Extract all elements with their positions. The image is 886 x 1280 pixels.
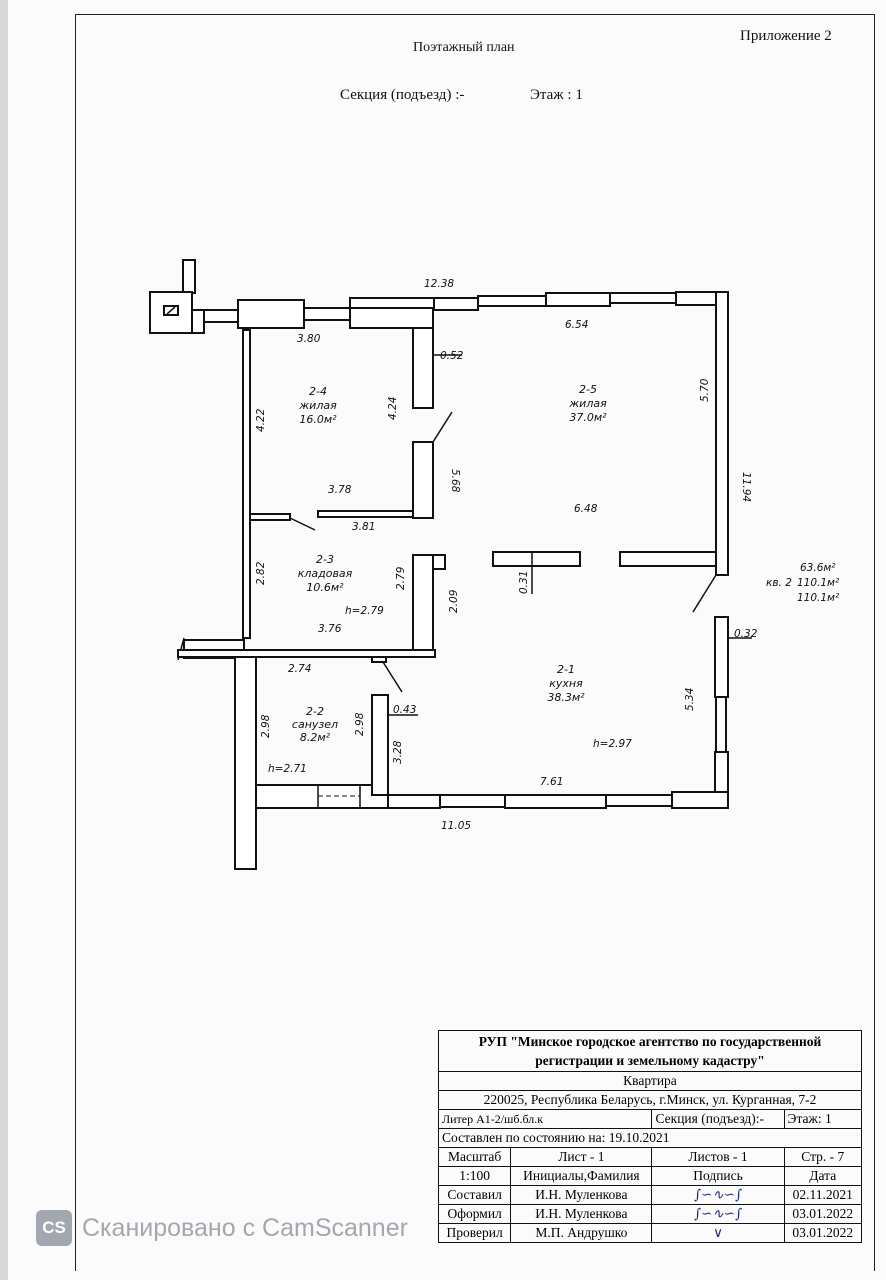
apartment-summary: кв. 2 63.6м² 110.1м² 110.1м² — [766, 562, 840, 604]
svg-text:2.98: 2.98 — [260, 714, 272, 738]
svg-text:3.76: 3.76 — [318, 623, 342, 635]
sheets: Листов - 1 — [651, 1147, 785, 1167]
page-frame — [75, 14, 875, 1271]
svg-text:37.0м²: 37.0м² — [569, 411, 607, 424]
svg-text:кв. 2: кв. 2 — [766, 577, 792, 589]
svg-text:2-4: 2-4 — [309, 385, 327, 398]
floor-label: Этаж : 1 — [530, 87, 583, 103]
address: 220025, Республика Беларусь, г.Минск, ул… — [438, 1090, 862, 1110]
signature-row: Проверил М.П. Андрушко ∨ 03.01.2022 — [437, 1223, 863, 1243]
col-name: Инициалы,Фамилия — [510, 1166, 653, 1186]
svg-text:12.38: 12.38 — [424, 278, 454, 290]
svg-text:0.31: 0.31 — [518, 571, 530, 594]
svg-text:4.22: 4.22 — [255, 408, 267, 432]
liter: Литер А1-2/шб.бл.к — [437, 1109, 653, 1129]
camscanner-logo-icon: CS — [36, 1210, 72, 1246]
col-sign: Подпись — [651, 1166, 785, 1186]
signature: ∫∽∿∽∫ — [651, 1185, 785, 1205]
room-2-3: 2-3 кладовая 10.6м² h=2.79 — [298, 553, 384, 617]
svg-text:2-1: 2-1 — [557, 663, 575, 676]
svg-text:8.2м²: 8.2м² — [300, 731, 331, 744]
signature: ∨ — [651, 1223, 785, 1243]
room-2-2: 2-2 санузел 8.2м² h=2.71 — [268, 705, 338, 775]
room-2-5: 2-5 жилая 37.0м² — [568, 383, 607, 424]
room-2-4: 2-4 жилая 16.0м² — [298, 385, 337, 426]
svg-text:6.54: 6.54 — [565, 319, 588, 331]
sheet: Лист - 1 — [510, 1147, 653, 1167]
svg-text:кладовая: кладовая — [298, 567, 353, 580]
svg-text:110.1м²: 110.1м² — [797, 592, 840, 604]
svg-text:жилая: жилая — [568, 397, 607, 410]
scale-label: Масштаб — [437, 1147, 512, 1167]
svg-text:2-5: 2-5 — [579, 383, 597, 396]
svg-text:3.78: 3.78 — [328, 484, 352, 496]
svg-text:16.0м²: 16.0м² — [299, 413, 337, 426]
svg-text:110.1м²: 110.1м² — [797, 577, 840, 589]
svg-text:0.52: 0.52 — [440, 350, 464, 362]
svg-text:2-3: 2-3 — [316, 553, 334, 566]
svg-text:h=2.71: h=2.71 — [268, 763, 307, 775]
svg-text:2.98: 2.98 — [354, 712, 366, 736]
svg-text:санузел: санузел — [292, 718, 338, 731]
svg-text:3.28: 3.28 — [392, 740, 404, 764]
outer-walls — [203, 291, 729, 809]
svg-text:0.32: 0.32 — [734, 628, 758, 640]
scale: 1:100 — [437, 1166, 512, 1186]
svg-text:кухня: кухня — [549, 677, 583, 690]
svg-text:38.3м²: 38.3м² — [547, 691, 585, 704]
col-date: Дата — [783, 1166, 863, 1186]
svg-text:0.43: 0.43 — [393, 704, 416, 716]
chimney — [149, 259, 205, 334]
svg-text:11.05: 11.05 — [441, 820, 471, 832]
svg-text:63.6м²: 63.6м² — [800, 562, 836, 574]
svg-text:7.61: 7.61 — [540, 776, 563, 788]
svg-text:10.6м²: 10.6м² — [306, 581, 344, 594]
camscanner-watermark: CS Сканировано с CamScanner — [36, 1210, 408, 1246]
state-date: Составлен по состоянию на: 19.10.2021 — [438, 1128, 862, 1148]
inner-walls — [177, 307, 752, 870]
dimension-labels: 12.38 3.80 6.54 0.52 4.22 4.24 5.70 5.68… — [255, 278, 758, 832]
section-label: Секция (подъезд) :- — [340, 87, 465, 103]
svg-text:2-2: 2-2 — [306, 705, 324, 718]
svg-text:жилая: жилая — [298, 399, 337, 412]
svg-text:11.94: 11.94 — [740, 472, 752, 502]
svg-text:h=2.79: h=2.79 — [345, 605, 384, 617]
svg-text:2.09: 2.09 — [448, 589, 460, 613]
svg-text:2.79: 2.79 — [395, 566, 407, 590]
signature-row: Составил И.Н. Муленкова ∫∽∿∽∫ 02.11.2021 — [437, 1185, 863, 1205]
svg-text:3.81: 3.81 — [352, 521, 375, 533]
object-type: Квартира — [438, 1071, 862, 1091]
organization: РУП "Минское городское агентство по госу… — [438, 1030, 862, 1072]
page-title: Поэтажный план — [413, 40, 515, 55]
svg-text:2.82: 2.82 — [255, 561, 267, 585]
appendix-label: Приложение 2 — [740, 28, 832, 44]
page-number: Стр. - 7 — [783, 1147, 863, 1167]
floor: Этаж: 1 — [783, 1109, 863, 1129]
svg-text:6.48: 6.48 — [574, 503, 598, 515]
room-2-1: 2-1 кухня 38.3м² h=2.97 — [547, 663, 632, 750]
svg-text:3.80: 3.80 — [297, 333, 321, 345]
svg-text:5.68: 5.68 — [449, 469, 461, 493]
svg-text:5.34: 5.34 — [684, 688, 696, 711]
svg-text:h=2.97: h=2.97 — [593, 738, 632, 750]
svg-text:4.24: 4.24 — [387, 397, 399, 420]
signature: ∫∽∿∽∫ — [651, 1204, 785, 1224]
svg-text:2.74: 2.74 — [288, 663, 311, 675]
section: Секция (подъезд):- — [651, 1109, 785, 1129]
svg-text:5.70: 5.70 — [699, 378, 711, 402]
signature-row: Оформил И.Н. Муленкова ∫∽∿∽∫ 03.01.2022 — [437, 1204, 863, 1224]
title-block: РУП "Минское городское агентство по госу… — [437, 1030, 863, 1243]
